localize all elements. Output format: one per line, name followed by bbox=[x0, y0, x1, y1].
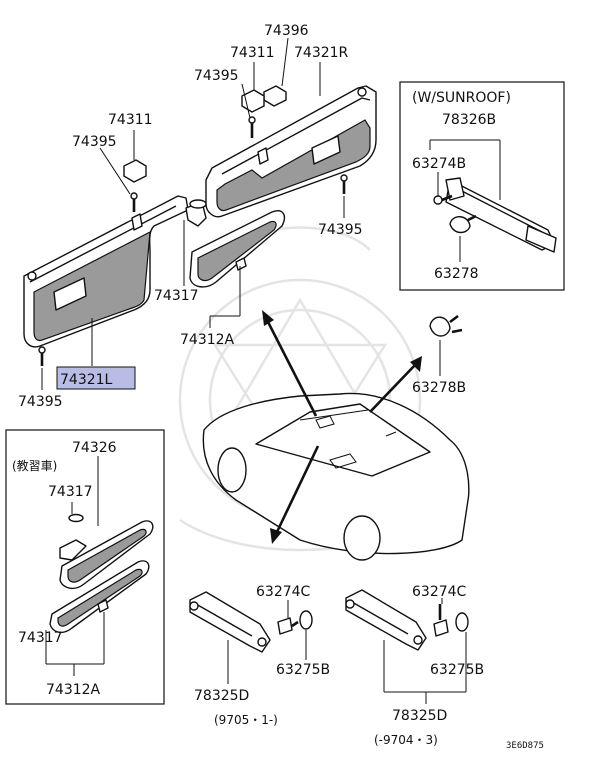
sunroof-box bbox=[399, 81, 565, 291]
label-74311-left: 74311 bbox=[108, 112, 153, 128]
cover-63275B-a bbox=[299, 610, 313, 630]
sunvisor-left bbox=[23, 195, 189, 348]
screw-63274C-b bbox=[433, 604, 449, 637]
label-78325D-b: 78325D bbox=[392, 708, 447, 724]
screw-74395-top bbox=[248, 116, 256, 138]
label-74395-mid: 74395 bbox=[318, 222, 363, 238]
label-74312A-mid: 74312A bbox=[180, 332, 235, 348]
label-78325D-a: 78325D bbox=[194, 688, 249, 704]
cap-63278 bbox=[449, 214, 477, 234]
label-63274C-b: 63274C bbox=[412, 584, 467, 600]
screw-74395-mid bbox=[340, 174, 348, 194]
label-74395-left: 74395 bbox=[72, 134, 117, 150]
highlight-74321L bbox=[56, 366, 136, 390]
labels: 74396 74311 74321R 74395 74311 74395 743… bbox=[12, 23, 544, 751]
label-date-a: (9705・1-) bbox=[214, 713, 278, 727]
label-74396: 74396 bbox=[264, 23, 309, 39]
rear-view-mirror bbox=[185, 199, 286, 288]
driving-school-mirrors bbox=[49, 513, 154, 634]
clip-74396 bbox=[263, 85, 287, 107]
label-63274B: 63274B bbox=[412, 156, 466, 172]
label-74312A-box: 74312A bbox=[46, 682, 101, 698]
label-78326B: 78326B bbox=[442, 112, 496, 128]
label-74317-box-bottom: 74317 bbox=[18, 630, 63, 646]
label-63278B: 63278B bbox=[412, 380, 466, 396]
leader-lines bbox=[41, 37, 501, 704]
sunvisor-right bbox=[205, 85, 377, 218]
grip-handle-78326B bbox=[445, 177, 557, 253]
screw-74395-bottom bbox=[38, 346, 46, 366]
label-74395-top: 74395 bbox=[194, 68, 239, 84]
label-date-b: (-9704・3) bbox=[374, 733, 438, 747]
label-63275B-b: 63275B bbox=[430, 662, 484, 678]
label-74317-mid: 74317 bbox=[154, 288, 199, 304]
label-74317-box-top: 74317 bbox=[48, 484, 93, 500]
label-sunroof-title: (W/SUNROOF) bbox=[412, 90, 511, 106]
clip-74311-left bbox=[123, 159, 147, 183]
label-63274C-a: 63274C bbox=[256, 584, 311, 600]
label-diagram-code: 3E6D875 bbox=[506, 741, 544, 751]
cover-63275B-b bbox=[455, 612, 469, 632]
screw-74395-left bbox=[130, 192, 138, 212]
label-74321R: 74321R bbox=[294, 45, 349, 61]
label-63278: 63278 bbox=[434, 266, 479, 282]
screw-63274B bbox=[433, 194, 453, 205]
clip-74311-top bbox=[241, 89, 265, 113]
cap-63278B bbox=[429, 314, 463, 337]
label-74326: 74326 bbox=[72, 440, 117, 456]
driving-school-box bbox=[5, 429, 165, 705]
label-74321L: 74321L bbox=[60, 372, 113, 388]
grip-handle-78325D-a bbox=[189, 591, 271, 653]
label-74395-bottom: 74395 bbox=[18, 394, 63, 410]
pointer-arrows bbox=[262, 310, 422, 544]
car-outline bbox=[202, 392, 470, 561]
grip-handle-78325D-b bbox=[345, 589, 427, 651]
label-63275B-a: 63275B bbox=[276, 662, 330, 678]
screw-63274C-a bbox=[277, 617, 299, 635]
label-74311-top: 74311 bbox=[230, 45, 275, 61]
label-kyoshu: (教習車) bbox=[12, 458, 57, 473]
